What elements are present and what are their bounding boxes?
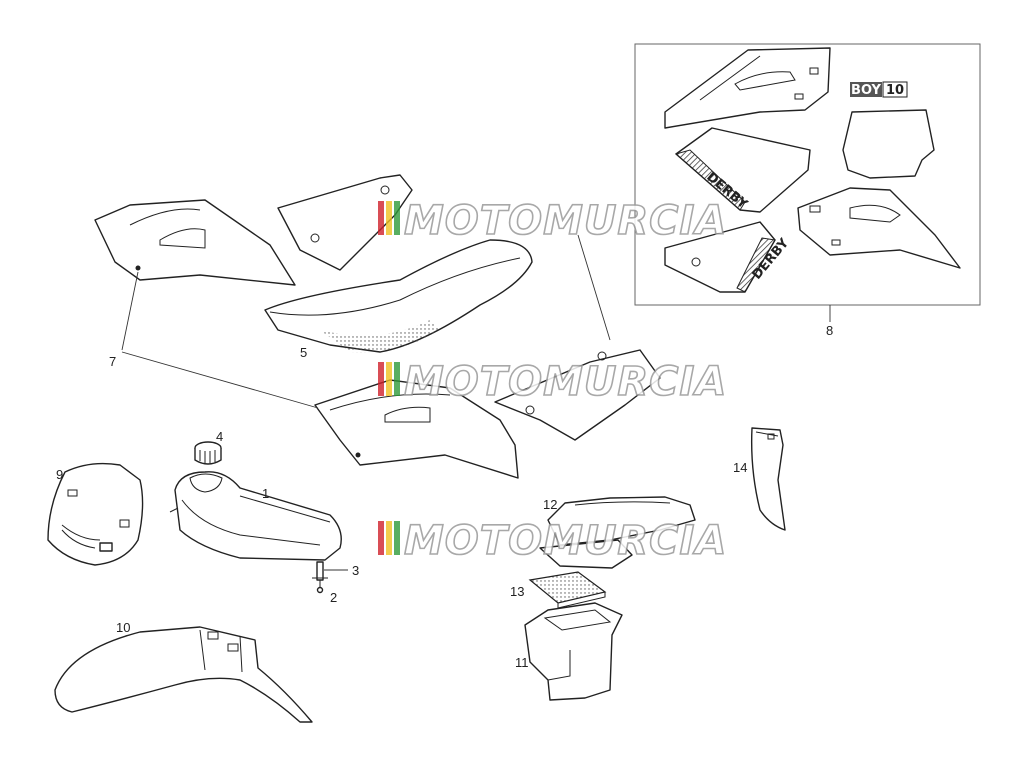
rear-mudflap: [750, 427, 786, 531]
callout-4: 4: [216, 429, 223, 444]
decal-shroud-right: [797, 187, 961, 269]
watermark-text-3: MOTOMURCIA: [404, 518, 727, 564]
callout-1: 1: [262, 486, 269, 501]
callout-10: 10: [116, 620, 130, 635]
watermark-1: MOTOMURCIA: [378, 197, 727, 245]
headlight-cover: [47, 462, 144, 566]
callout-13: 13: [510, 584, 524, 599]
shroud-upper-left: [94, 199, 296, 286]
callout-9: 9: [56, 467, 63, 482]
airbox-cover: [547, 496, 696, 546]
decal-shroud-left: [664, 47, 831, 129]
fuel-tap: [312, 561, 328, 594]
leader-7a: [121, 271, 139, 351]
number-plate-decal: [842, 109, 935, 179]
callout-2: 2: [330, 590, 337, 605]
leader-7b: [121, 351, 319, 409]
decal-kit-box: BOY 10 DERBY DERBY: [634, 43, 981, 306]
front-fender: [54, 626, 313, 723]
side-panel-lower: [494, 349, 661, 441]
side-panel-upper: [277, 174, 413, 271]
callout-3: 3: [352, 563, 359, 578]
callout-12: 12: [543, 497, 557, 512]
seat: [264, 239, 533, 353]
callout-labels: 1 2 3 4 5 7 8 9 10 11 12 13 14: [56, 323, 833, 670]
callout-11: 11: [515, 655, 529, 670]
badge-num-text: 10: [886, 83, 904, 98]
airbox-lid-lower: [539, 539, 633, 569]
leader-side-panel: [577, 234, 611, 341]
watermark-text-2: MOTOMURCIA: [404, 359, 727, 405]
shroud-lower-left: [314, 379, 519, 479]
callout-14: 14: [733, 460, 747, 475]
callout-8: 8: [826, 323, 833, 338]
fuel-tank: [169, 471, 342, 561]
callout-7: 7: [109, 354, 116, 369]
watermark-text-1: MOTOMURCIA: [404, 198, 727, 244]
air-filter: [528, 571, 607, 609]
badge-boy-text: BOY: [851, 83, 881, 98]
boy-10-badge: BOY 10: [850, 81, 908, 98]
air-box: [524, 602, 623, 701]
watermark-2: MOTOMURCIA: [378, 358, 727, 406]
callout-5: 5: [300, 345, 307, 360]
watermark-3: MOTOMURCIA: [378, 517, 727, 565]
fuel-cap: [194, 441, 222, 465]
